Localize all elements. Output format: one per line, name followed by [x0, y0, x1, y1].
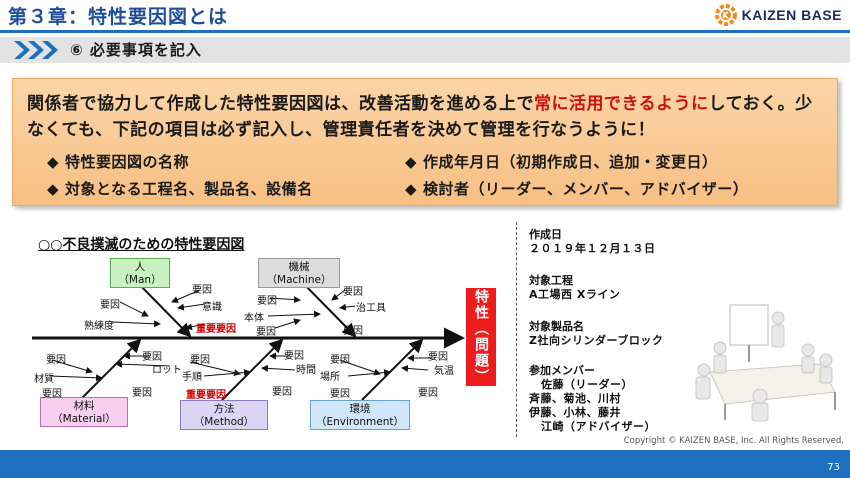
created-label: 作成日 — [529, 228, 562, 241]
category-machine: 機械 （Machine） — [258, 258, 340, 288]
awareness-label: 意識 — [202, 302, 222, 313]
note-text: 関係者で協力して作成した特性要因図は、改善活動を進める上で常に活用できるようにし… — [27, 91, 827, 143]
category-method: 方法 （Method） — [180, 400, 268, 430]
process-value: A工場西 Xライン — [529, 288, 621, 301]
bone-material — [81, 338, 142, 399]
important-factor-label: 重要要因 — [196, 324, 236, 335]
category-environment: 環境 （Environment） — [310, 400, 410, 430]
bone-environment — [361, 338, 424, 401]
factor-label: 要因 — [42, 389, 62, 400]
note-box: 関係者で協力して作成した特性要因図は、改善活動を進める上で常に活用できるようにし… — [12, 78, 838, 206]
material-quality-label: 材質 — [34, 374, 54, 385]
process-label: 対象工程 — [529, 274, 573, 287]
factor-label: 要因 — [418, 388, 438, 399]
member-item: 佐藤（リーダー） — [541, 378, 633, 391]
section-bar — [0, 37, 850, 63]
factor-label: 要因 — [100, 300, 120, 311]
factor-label: 要因 — [46, 355, 66, 366]
category-man: 人 （Man） — [110, 258, 170, 288]
footer-bar — [0, 450, 850, 478]
bone-method — [221, 338, 284, 401]
product-value: Z社向シリンダーブロック — [529, 334, 664, 347]
temperature-label: 気温 — [434, 366, 454, 377]
factor-label: 要因 — [343, 326, 363, 337]
page-number: 73 — [827, 462, 840, 473]
important-factor-label: 重要要因 — [186, 390, 226, 401]
member-item: 斉藤、菊池、川村 — [529, 392, 621, 405]
diamond-icon: ◆ — [405, 180, 418, 198]
factor-label: 要因 — [142, 352, 162, 363]
factor-label: 要因 — [428, 352, 448, 363]
header-rule — [0, 30, 850, 33]
bullet-item: ◆特性要因図の名称 — [47, 153, 190, 171]
member-item: 江崎（アドバイザー） — [541, 420, 656, 433]
factor-label: 要因 — [132, 388, 152, 399]
info-panel: 作成日 ２０１９年１２月１３日 対象工程 A工場西 Xライン 対象製品名 Z社向… — [516, 222, 681, 437]
logo-text: KAIZEN BASE — [741, 7, 842, 23]
note-highlight: 常に活用できるように — [534, 94, 709, 114]
lot-label: ロット — [152, 365, 182, 376]
diagram-title: ○○不良撲滅のための特性要因図 — [38, 237, 245, 253]
category-material: 材料 （Material） — [40, 397, 128, 427]
members-label: 参加メンバー — [529, 364, 595, 377]
bullet-item: ◆作成年月日（初期作成日、追加・変更日） — [405, 153, 718, 171]
meeting-illustration — [695, 304, 836, 422]
jig-label: 治工具 — [356, 303, 386, 314]
factor-label: 要因 — [256, 327, 276, 338]
effect-box: 特性（問題） — [466, 288, 496, 386]
member-item: 伊藤、小林、藤井 — [529, 406, 621, 419]
note-text-part1: 関係者で協力して作成した特性要因図は、改善活動を進める上で — [27, 94, 534, 114]
note-text-part2: しておく。少なくても、下記の項目は必ず記入し、管理責任者を決めて管理を行なうよう… — [27, 94, 813, 140]
factor-label: 要因 — [257, 296, 277, 307]
factor-label: 要因 — [330, 389, 350, 400]
factor-label: 要因 — [330, 355, 350, 366]
diamond-icon: ◆ — [47, 180, 60, 198]
bullet-item: ◆対象となる工程名、製品名、設備名 — [47, 180, 313, 198]
chevron-arrows-icon — [14, 41, 58, 59]
copyright-text: Copyright © KAIZEN BASE, Inc. All Rights… — [623, 436, 844, 446]
factor-label: 要因 — [284, 351, 304, 362]
created-value: ２０１９年１２月１３日 — [529, 242, 656, 255]
bullet-item: ◆検討者（リーダー、メンバー、アドバイザー） — [405, 180, 749, 198]
time-label: 時間 — [296, 365, 316, 376]
section-title: ⑥ 必要事項を記入 — [70, 41, 202, 59]
kaizen-base-logo: KAIZEN BASE — [714, 4, 842, 26]
factor-label: 要因 — [190, 355, 210, 366]
product-label: 対象製品名 — [529, 320, 584, 333]
diamond-icon: ◆ — [47, 153, 60, 171]
body-label: 本体 — [244, 313, 264, 324]
diamond-icon: ◆ — [405, 153, 418, 171]
factor-label: 要因 — [343, 287, 363, 298]
place-label: 場所 — [320, 372, 340, 383]
factor-label: 要因 — [192, 285, 212, 296]
gear-logo-icon — [714, 4, 737, 26]
skill-label: 熟練度 — [84, 321, 114, 332]
factor-label: 要因 — [272, 387, 292, 398]
chapter-title: 第３章：特性要因図とは — [8, 6, 229, 28]
procedure-label: 手順 — [182, 372, 202, 383]
